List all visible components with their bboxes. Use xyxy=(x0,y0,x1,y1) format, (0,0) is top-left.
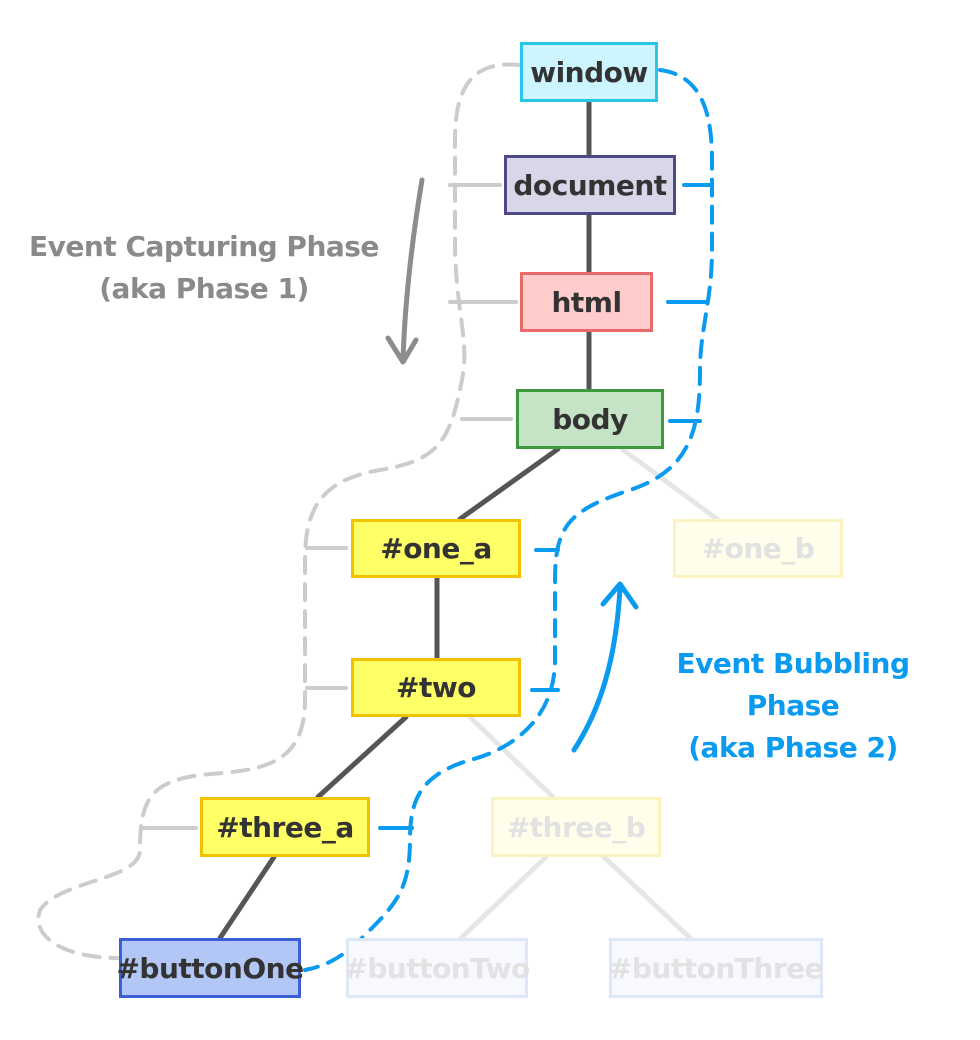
bubbling-path xyxy=(303,68,714,972)
edge-two-three_b xyxy=(467,714,556,800)
edge-body-one_b xyxy=(619,446,720,522)
capturing-arrow-head xyxy=(385,335,419,365)
capturing-phase-subtitle: (aka Phase 1) xyxy=(99,272,309,305)
edge-three_a-buttonOne xyxy=(217,854,277,941)
node-one_a: #one_a xyxy=(351,519,521,578)
bubbling-phase-label: Event Bubbling Phase (aka Phase 2) xyxy=(628,643,958,769)
bubbling-arrow-shaft xyxy=(571,585,623,753)
capturing-phase-title: Event Capturing Phase xyxy=(29,230,379,263)
edge-three_b-buttonTwo xyxy=(458,854,549,941)
tree-edges xyxy=(217,99,720,941)
node-three_a: #three_a xyxy=(200,797,370,857)
node-label: document xyxy=(513,168,667,202)
node-label: html xyxy=(551,285,622,319)
bubbling-phase-subtitle: (aka Phase 2) xyxy=(688,731,898,764)
node-label: #three_a xyxy=(216,810,354,844)
node-buttonThree: #buttonThree xyxy=(608,938,824,998)
node-buttonOne: #buttonOne xyxy=(116,938,304,998)
capturing-phase-label: Event Capturing Phase (aka Phase 1) xyxy=(20,226,388,310)
node-one_b: #one_b xyxy=(673,519,843,578)
node-body: body xyxy=(516,389,664,449)
node-label: #two xyxy=(396,671,476,704)
capturing-path xyxy=(36,62,522,960)
edge-three_b-buttonThree xyxy=(601,854,693,941)
node-html: html xyxy=(520,272,653,332)
node-label: window xyxy=(530,55,648,89)
node-label: #one_b xyxy=(701,532,815,565)
node-label: #buttonOne xyxy=(116,951,304,985)
bubbling-direction-arrow xyxy=(571,581,639,753)
node-buttonTwo: #buttonTwo xyxy=(344,938,530,998)
node-label: #buttonTwo xyxy=(344,951,530,985)
bubbling-phase-title: Event Bubbling Phase xyxy=(676,647,910,722)
capturing-direction-arrow xyxy=(385,177,425,365)
bubbling-dashed-line xyxy=(303,68,714,972)
bubbling-arrow-head xyxy=(600,581,639,610)
node-three_b: #three_b xyxy=(491,797,661,857)
edge-two-three_a xyxy=(315,714,409,800)
edge-body-one_a xyxy=(457,446,561,522)
capturing-dashed-line xyxy=(36,62,522,960)
node-label: body xyxy=(552,402,628,436)
capturing-arrow-shaft xyxy=(400,177,425,363)
node-window: window xyxy=(520,42,658,102)
node-two: #two xyxy=(351,658,521,717)
node-label: #one_a xyxy=(380,532,492,565)
node-label: #three_b xyxy=(506,810,646,844)
node-label: #buttonThree xyxy=(608,951,824,985)
node-document: document xyxy=(504,155,676,215)
